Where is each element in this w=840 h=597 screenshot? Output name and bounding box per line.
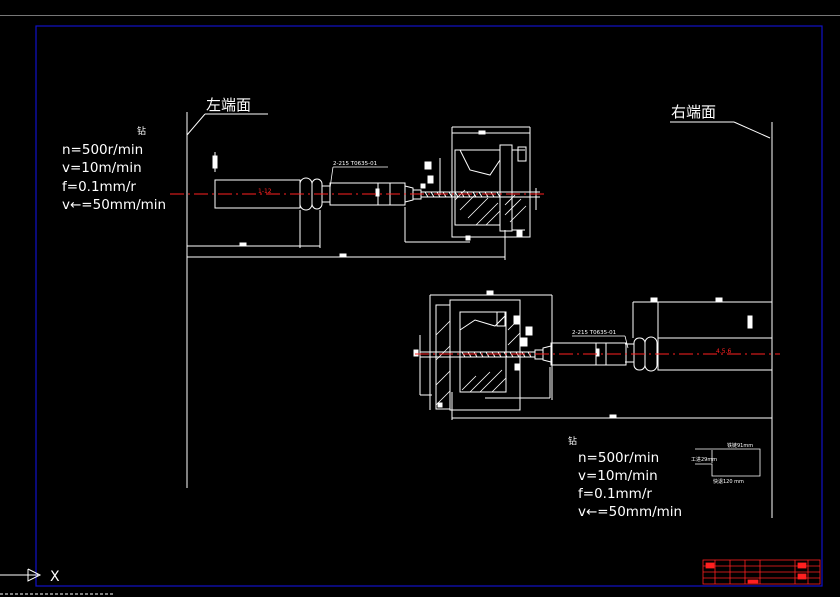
left-end-face-label: 左端面 (206, 96, 251, 114)
left-spindle-assembly (187, 152, 540, 260)
ucs-icon (0, 568, 42, 582)
tool-leader-right-diag (624, 335, 629, 349)
param-line: n=500r/min (578, 450, 659, 466)
param-line: v←=50mm/min (578, 504, 682, 520)
inset-label-bottom: 快退120 mm (713, 478, 744, 485)
title-block (702, 559, 821, 585)
cutting-params-right: n=500r/min v=10m/min f=0.1mm/r v←=50mm/m… (578, 450, 682, 520)
inset-label-left: 工进29mm (691, 456, 717, 463)
param-line: v=10m/min (62, 160, 142, 176)
drawing-border (35, 25, 823, 587)
tool-label-right: 2-215 T0635-01 (572, 330, 616, 336)
param-line: v=10m/min (578, 468, 658, 484)
tool-leader-left-diag (329, 166, 334, 189)
cutting-params-left: n=500r/min v=10m/min f=0.1mm/r v←=50mm/m… (62, 142, 166, 213)
right-fixture-workpiece (413, 290, 553, 411)
param-line: f=0.1mm/r (62, 179, 136, 195)
red-dimension-left: 1-12 (258, 188, 272, 195)
right-end-face-label: 右端面 (671, 103, 716, 121)
right-spindle-assembly (420, 297, 773, 420)
tool-label-left: 2-215 T0635-01 (333, 161, 377, 167)
left-end-face-group (186, 112, 268, 488)
param-line: f=0.1mm/r (578, 486, 652, 502)
inset-label-top: 铁链91mm (727, 442, 753, 449)
viewport-top-edge (0, 0, 840, 16)
left-fixture-workpiece (420, 126, 537, 241)
param-line: n=500r/min (62, 142, 143, 158)
feed-cycle-inset (695, 448, 761, 477)
red-dimension-right: 4.5.6 (716, 348, 731, 355)
drill-label-right: 钻 (568, 435, 577, 447)
drill-label-left: 钻 (137, 125, 146, 137)
param-line: v←=50mm/min (62, 197, 166, 213)
ucs-x-axis-label: X (50, 569, 60, 585)
right-end-face-group (670, 121, 773, 518)
